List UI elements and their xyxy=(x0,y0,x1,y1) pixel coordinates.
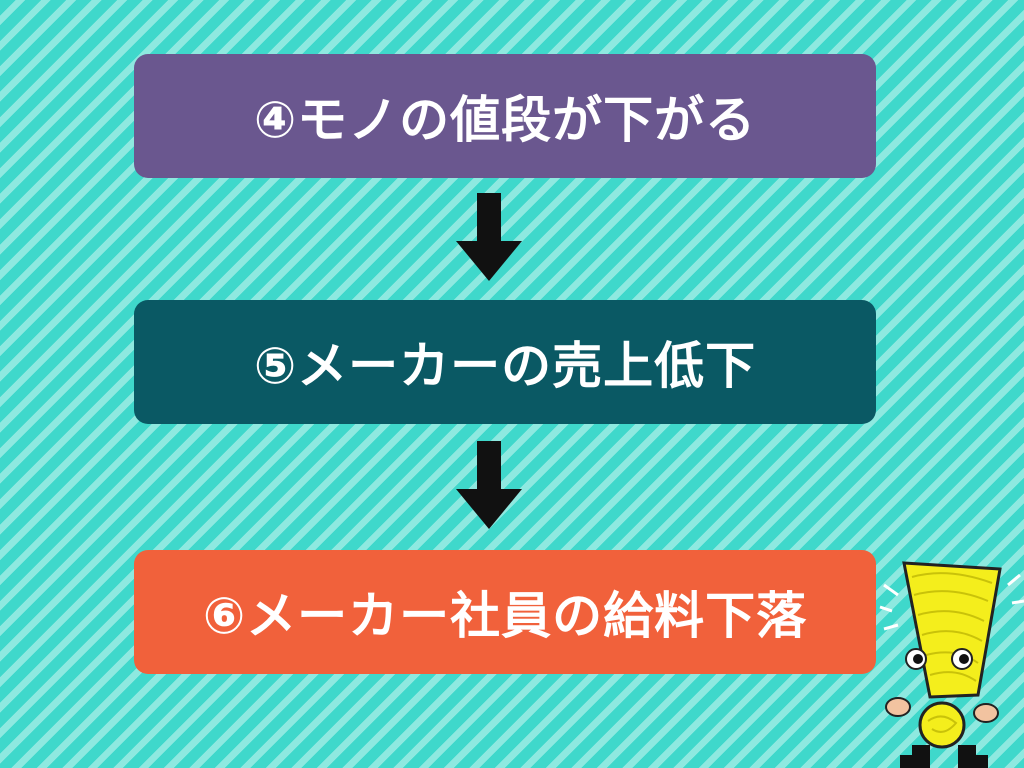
step-box-6: ⑥メーカー社員の給料下落 xyxy=(134,550,876,674)
exclamation-mascot-icon xyxy=(879,561,1024,768)
arrow-down-icon xyxy=(456,441,522,529)
step-box-4: ④モノの値段が下がる xyxy=(134,54,876,178)
step-label-4: ④モノの値段が下がる xyxy=(253,91,757,149)
step-label-6: ⑥メーカー社員の給料下落 xyxy=(202,587,808,645)
arrow-down-icon xyxy=(456,193,522,281)
step-box-5: ⑤メーカーの売上低下 xyxy=(134,300,876,424)
step-label-5: ⑤メーカーの売上低下 xyxy=(253,337,757,395)
